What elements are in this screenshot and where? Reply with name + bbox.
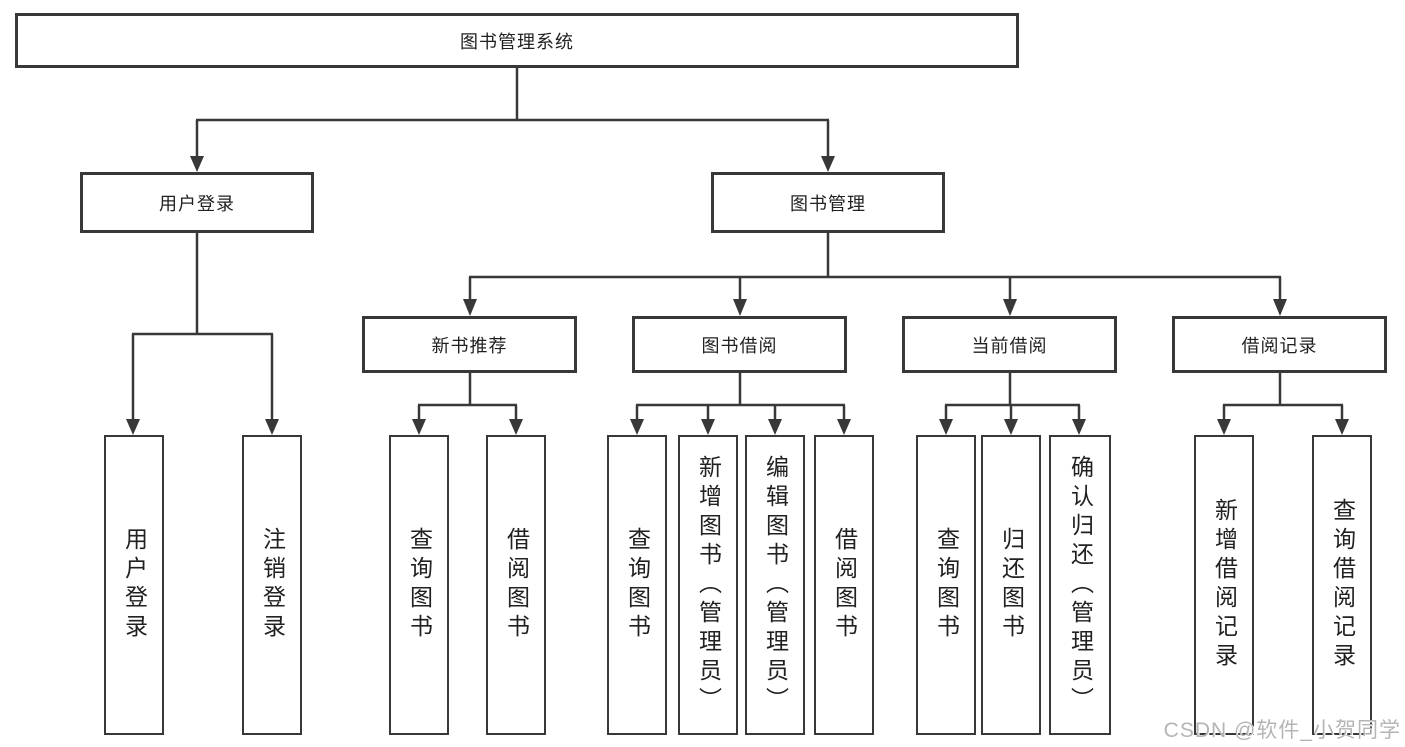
leaf-label: 借阅图书 [503,527,530,643]
node-label: 图书借阅 [701,335,778,356]
leaf-query-books-borrow: 查询图书 [607,435,667,735]
leaf-return-books: 归还图书 [981,435,1041,735]
leaf-query-books-recommend: 查询图书 [389,435,449,735]
node-book-management: 图书管理 [711,172,945,233]
node-library-system: 图书管理系统 [15,13,1019,68]
node-label: 图书管理系统 [460,31,574,52]
node-new-book-recommendation: 新书推荐 [362,316,577,373]
leaf-add-books-admin: 新增图书（管理员） [678,435,738,735]
leaf-label: 借阅图书 [831,527,858,643]
leaf-add-borrow-record: 新增借阅记录 [1194,435,1254,735]
leaf-label: 查询图书 [933,527,960,643]
leaf-label: 查询图书 [406,527,433,643]
leaf-label: 新增图书（管理员） [695,454,722,716]
node-borrowing-records: 借阅记录 [1172,316,1387,373]
watermark: CSDN @软件_小贺同学 [1163,719,1401,742]
node-book-borrowing: 图书借阅 [632,316,847,373]
leaf-label: 新增借阅记录 [1211,498,1238,672]
leaf-label: 查询借阅记录 [1329,498,1356,672]
leaf-query-borrow-record: 查询借阅记录 [1312,435,1372,735]
leaf-label: 用户登录 [121,527,148,643]
leaf-query-books-current: 查询图书 [916,435,976,735]
leaf-borrow-books: 借阅图书 [814,435,874,735]
node-current-borrowing: 当前借阅 [902,316,1117,373]
leaf-edit-books-admin: 编辑图书（管理员） [745,435,805,735]
leaf-borrow-books-recommend: 借阅图书 [486,435,546,735]
leaf-label: 归还图书 [998,527,1025,643]
node-label: 图书管理 [790,193,866,214]
node-label: 用户登录 [159,193,235,214]
node-label: 借阅记录 [1241,335,1318,356]
leaf-label: 注销登录 [259,527,286,643]
leaf-confirm-return-admin: 确认归还（管理员） [1049,435,1111,735]
leaf-label: 编辑图书（管理员） [762,454,789,716]
node-label: 当前借阅 [971,335,1048,356]
leaf-logout-login: 注销登录 [242,435,302,735]
leaf-label: 查询图书 [624,527,651,643]
node-user-login: 用户登录 [80,172,314,233]
node-label: 新书推荐 [431,335,508,356]
leaf-user-login: 用户登录 [104,435,164,735]
leaf-label: 确认归还（管理员） [1067,454,1094,716]
